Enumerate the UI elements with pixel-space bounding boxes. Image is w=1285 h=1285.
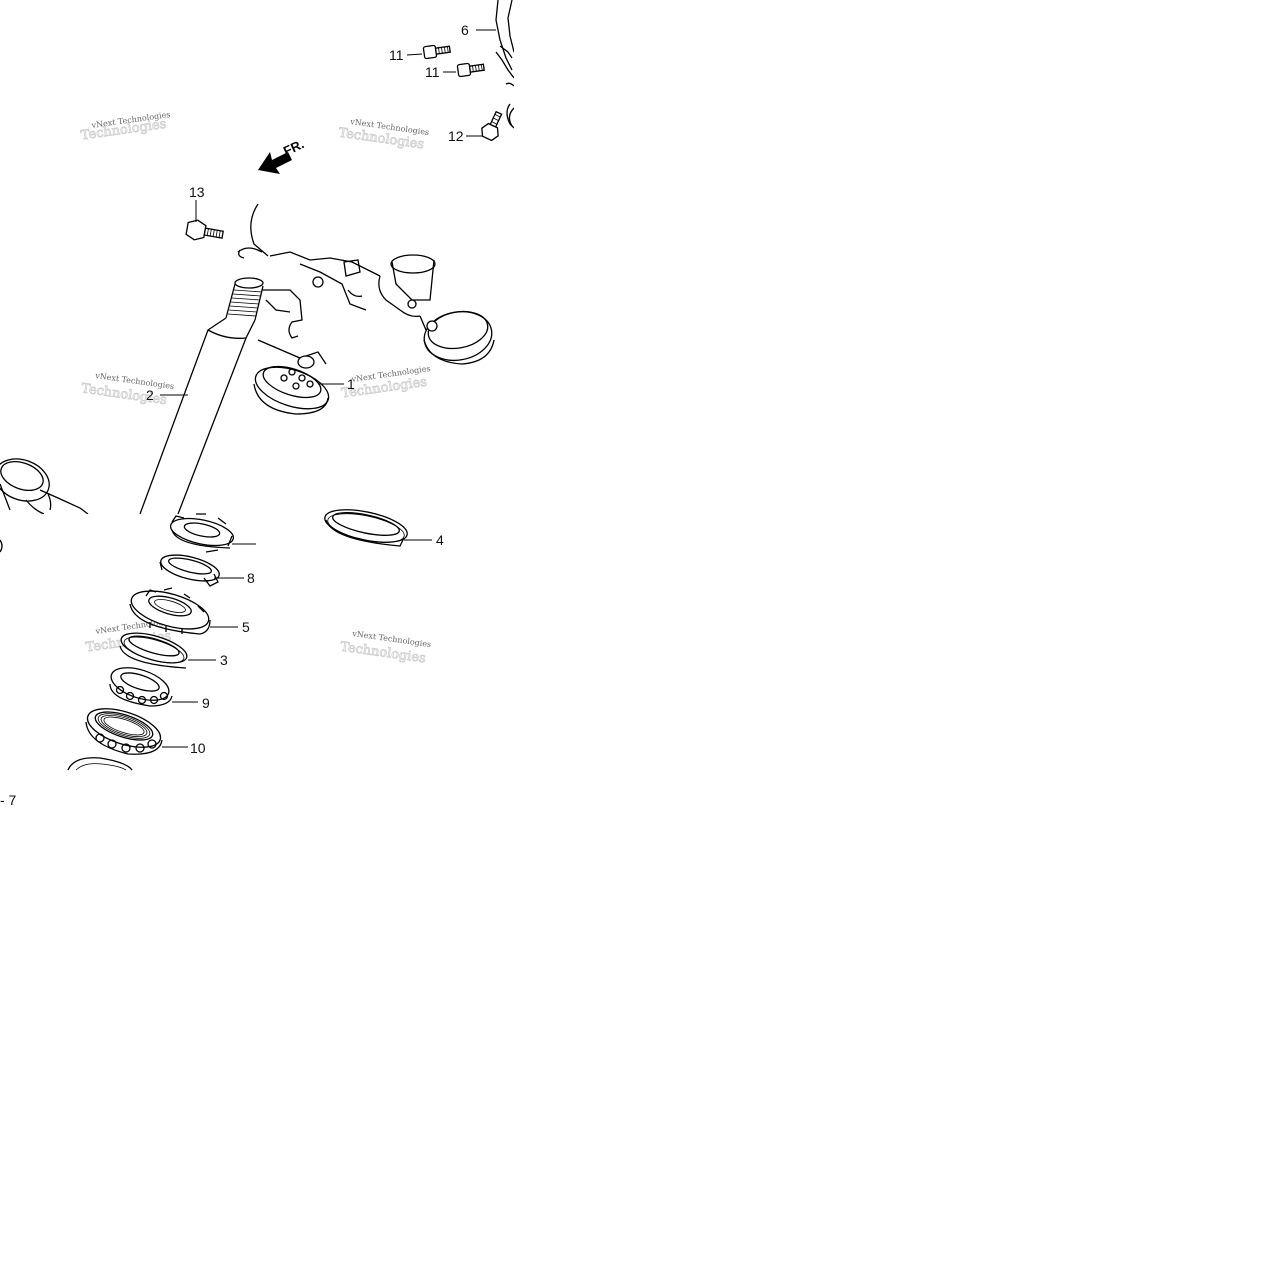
lower-fork-bridge [0,458,89,553]
crop-mask-bottom [0,771,514,791]
callout-10: 10 [190,740,206,756]
lock-nut [169,513,235,553]
dust-seal-part-3 [119,632,188,669]
bolt-part-13 [185,219,224,241]
callout-13: 13 [189,184,205,200]
watermark-6: Technologies vNext Technologies [339,629,432,667]
page-number: - 7 [0,792,17,808]
upper-fork-bridge [237,203,495,365]
direction-label: FR. [281,136,306,158]
bolt-part-12 [481,110,503,142]
ball-bearing-part-10 [85,708,163,755]
steering-stem-part-2 [139,277,303,515]
front-direction-arrow: FR. [258,136,306,174]
callout-2: 2 [146,387,154,403]
bolt-part-11-b [456,62,485,78]
callout-3: 3 [220,652,228,668]
watermark-1: Technologies vNext Technologies [80,110,171,144]
callout-6: 6 [461,22,469,38]
crop-mask-edge [0,514,140,516]
callout-5: 5 [242,619,250,635]
dust-seal-part-4 [324,509,408,547]
lower-bearing-partial [67,757,133,771]
crop-mask-right [514,0,1285,1285]
adjusting-nut-part-5 [129,587,211,635]
leader-11a [406,53,423,56]
callout-1: 1 [347,376,355,392]
callout-11a: 11 [389,47,404,63]
callout-8: 8 [247,570,255,586]
watermark-2: Technologies vNext Technologies [337,117,429,153]
ball-bearing-part-9 [109,667,173,707]
callout-4: 4 [436,532,444,548]
callout-11b: 11 [425,64,440,80]
bracket-part-6 [495,0,515,129]
watermark-3: Technologies vNext Technologies [80,371,175,409]
callout-12: 12 [448,128,464,144]
clamp-edge [508,107,515,127]
lock-washer-part-8 [159,554,220,587]
callout-9: 9 [202,695,210,711]
bolt-part-11-a [422,44,451,60]
bearing-cup-part-1 [253,339,330,415]
